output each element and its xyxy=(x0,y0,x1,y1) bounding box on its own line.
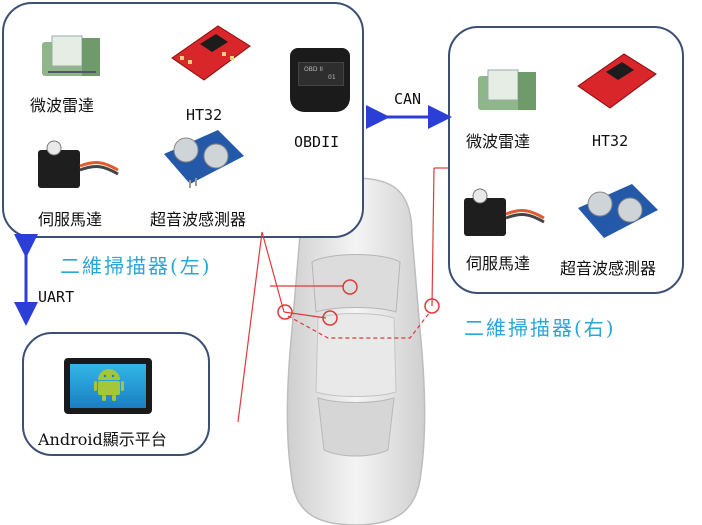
uart-label: UART xyxy=(38,288,75,306)
left-label-servo: 伺服馬達 xyxy=(38,210,103,229)
pointer-line xyxy=(237,231,263,423)
scanner-marker xyxy=(424,298,440,314)
right-scanner-title: 二維掃描器(右) xyxy=(464,316,616,340)
android-label: Android顯示平台 xyxy=(38,430,167,449)
pointer-line xyxy=(431,167,435,307)
obd-chip-text: OBD II xyxy=(304,66,323,73)
ht32-board-icon xyxy=(577,53,657,109)
pointer-line xyxy=(283,311,327,319)
left-label-ht32: HT32 xyxy=(186,106,223,124)
right-label-ultrasonic: 超音波感測器 xyxy=(560,259,657,278)
android-robot-icon xyxy=(94,369,124,401)
left-scanner-title: 二維掃描器(左) xyxy=(60,254,212,278)
car-rear-window xyxy=(317,397,395,457)
ultrasonic-sensor-icon xyxy=(164,130,244,188)
servo-motor-icon xyxy=(38,140,119,188)
car-roof xyxy=(315,313,397,397)
left-label-ultrasonic: 超音波感測器 xyxy=(150,210,247,229)
obd-chip-text: 01 xyxy=(328,74,336,81)
scanner-marker xyxy=(277,304,293,320)
right-label-radar: 微波雷達 xyxy=(466,132,531,151)
obd-connector-icon: OBD II 01 xyxy=(290,48,350,112)
right-sensor-panel xyxy=(448,26,684,294)
tablet-icon xyxy=(64,358,152,414)
ultrasonic-sensor-icon xyxy=(578,184,658,238)
pointer-line xyxy=(261,231,285,313)
ht32-board-icon xyxy=(171,25,251,81)
left-sensor-panel xyxy=(2,2,364,238)
microwave-radar-icon xyxy=(478,69,536,110)
scanner-marker xyxy=(342,279,358,295)
servo-motor-icon xyxy=(464,188,545,236)
scanner-marker xyxy=(322,310,338,326)
pointer-dashed xyxy=(287,311,431,339)
right-label-ht32: HT32 xyxy=(592,132,629,150)
can-label: CAN xyxy=(394,90,422,108)
left-label-radar: 微波雷達 xyxy=(30,96,95,115)
right-label-servo: 伺服馬達 xyxy=(466,254,531,273)
left-label-obdii: OBDII xyxy=(294,133,340,151)
microwave-radar-icon xyxy=(42,35,100,76)
